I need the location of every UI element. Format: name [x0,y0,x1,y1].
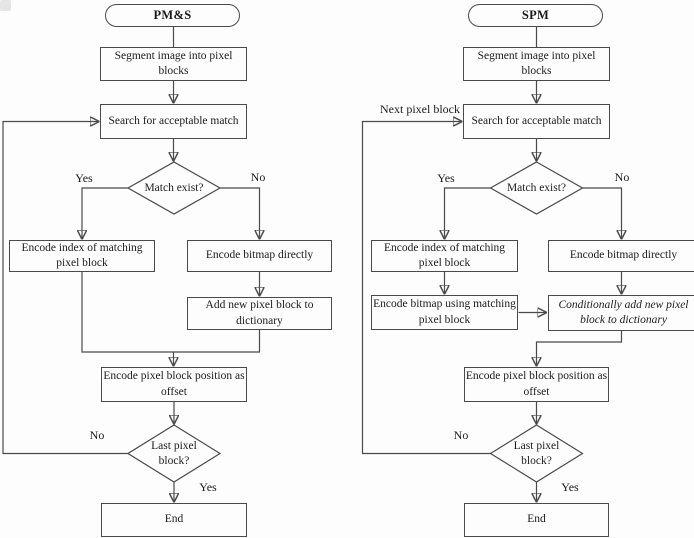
pms-node-segment: Segment image into pixel blocks [100,47,247,81]
spm-node-match-question: Match exist? [506,181,567,194]
spm-node-last-question: Last pixel block? [513,440,560,467]
pms-node-search: Search for acceptable match [100,104,247,139]
pms-last-diamond [126,424,222,483]
spm-title: SPM [521,8,550,23]
pms-node-match-question: Match exist? [144,181,204,194]
pms-edge-label-last-no: No [89,428,105,442]
spm-node-conditional-add-label: Conditionally add new pixel block to dic… [558,298,689,326]
spm-node-encode-index-label: Encode index of matching pixel block [383,241,506,269]
spm-wire-cond-offset [537,331,623,366]
pms-node-search-label: Search for acceptable match [108,114,239,127]
pms-node-encode-index-label: Encode index of matching pixel block [21,241,143,269]
pms-node-segment-label: Segment image into pixel blocks [114,49,233,77]
spm-node-encode-matching: Encode bitmap using matching pixel block [371,295,518,330]
pms-node-encode-direct: Encode bitmap directly [187,240,332,272]
spm-end-label: End [527,513,546,526]
pms-edge-label-match-no: No [250,170,266,184]
spm-start-terminal: SPM [468,4,603,27]
pms-node-add-dictionary-label: Add new pixel block to dictionary [205,299,314,327]
spm-edge-label-last-yes: Yes [561,480,579,494]
pms-edge-label-match-yes: Yes [75,171,93,185]
pms-wire-match-no [220,187,260,239]
pms-match-diamond [126,161,222,215]
spm-end-terminal: End [464,503,609,537]
pms-node-encode-direct-label: Encode bitmap directly [205,249,314,262]
pms-node-offset-label: Encode pixel block position as offset [103,370,245,398]
pms-node-offset: Encode pixel block position as offset [101,367,247,402]
spm-node-offset-label: Encode pixel block position as offset [465,370,608,398]
spm-last-diamond [489,424,584,483]
spm-edge-label-next-block: Next pixel block [380,102,460,116]
spm-node-offset: Encode pixel block position as offset [464,367,609,402]
spm-node-search-label: Search for acceptable match [471,114,602,127]
pms-node-last-question: Last pixel block? [151,440,197,467]
spm-node-search: Search for acceptable match [463,104,610,139]
scan-artifact [0,0,11,11]
spm-node-encode-index: Encode index of matching pixel block [371,240,518,272]
spm-edge-label-match-no: No [614,170,630,184]
pms-start-terminal: PM&S [105,4,240,27]
pms-node-encode-index: Encode index of matching pixel block [9,240,155,272]
spm-node-encode-matching-label: Encode bitmap using matching pixel block [373,298,516,326]
spm-node-encode-direct: Encode bitmap directly [548,240,694,272]
spm-wire-match-yes [445,187,491,239]
spm-wire-last-no-loop [361,122,491,455]
pms-wire-last-no-loop [2,122,128,455]
pms-end-label: End [164,513,184,526]
spm-node-segment: Segment image into pixel blocks [463,47,610,81]
spm-edge-label-last-no: No [453,428,469,442]
pms-end-terminal: End [101,503,247,537]
spm-wire-match-no [582,187,622,239]
spm-edge-label-match-yes: Yes [437,171,455,185]
pms-node-add-dictionary: Add new pixel block to dictionary [187,297,332,330]
spm-node-conditional-add: Conditionally add new pixel block to dic… [548,295,694,331]
pms-edge-label-last-yes: Yes [199,480,217,494]
pms-title: PM&S [153,8,192,23]
spm-match-diamond [489,161,584,215]
pms-wire-match-yes [82,187,128,239]
pms-wire-merge [81,272,261,353]
spm-node-encode-direct-label: Encode bitmap directly [569,249,678,262]
spm-node-segment-label: Segment image into pixel blocks [477,49,596,77]
